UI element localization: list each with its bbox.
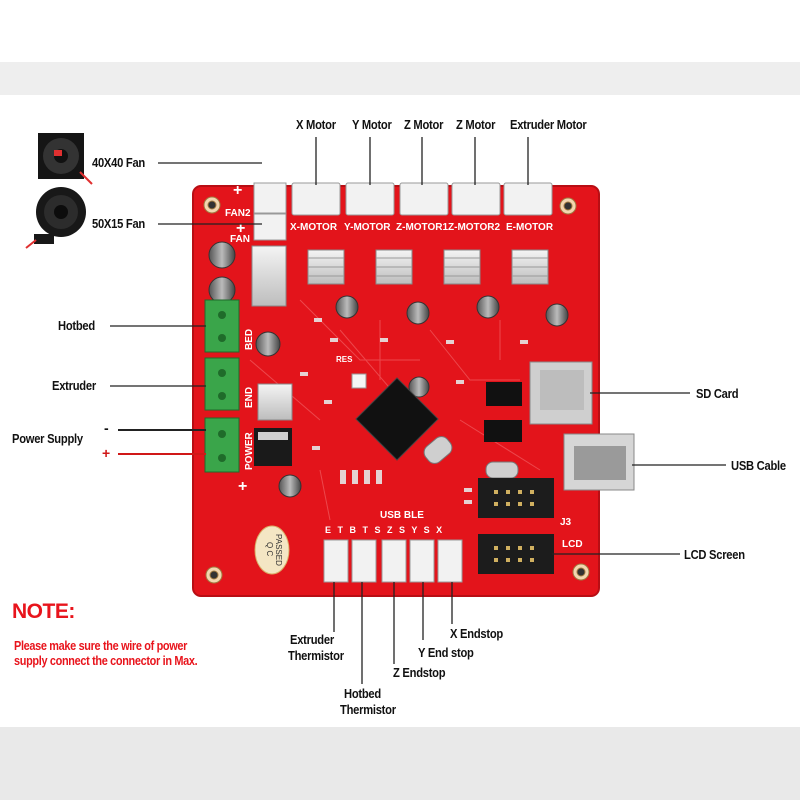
fan-50-icon — [25, 186, 86, 249]
silk-x-motor: X-MOTOR — [290, 222, 338, 233]
fan-connector-bottom — [253, 213, 287, 241]
label-extruder-thermistor-line2: Thermistor — [288, 648, 344, 663]
label-z-motor-1: Z Motor — [404, 117, 444, 132]
motor-connectors — [291, 182, 553, 216]
label-extruder-thermistor-line1: Extruder — [290, 632, 334, 647]
endstop-connectors — [323, 539, 463, 583]
crystal — [423, 436, 453, 464]
label-lcd-screen: LCD Screen — [684, 547, 745, 562]
leader-lines — [110, 137, 726, 684]
label-extruder: Extruder — [52, 378, 96, 393]
fan-connector-top — [253, 182, 287, 214]
silk-y-motor: Y-MOTOR — [344, 222, 391, 233]
label-y-endstop: Y End stop — [418, 645, 474, 660]
label-z-motor-2: Z Motor — [456, 117, 496, 132]
top-band — [0, 0, 800, 95]
qc-stamp: Q C PASSED — [254, 525, 290, 575]
note-line-1: Please make sure the wire of power — [14, 638, 188, 653]
usb-chip — [486, 382, 522, 406]
crystal-2 — [485, 461, 519, 479]
label-z-endstop: Z Endstop — [393, 665, 446, 680]
silk-fan2: FAN2 — [225, 208, 251, 219]
label-hotbed: Hotbed — [58, 318, 95, 333]
label-fan-40: 40X40 Fan — [92, 155, 145, 170]
silk-fan: FAN — [230, 234, 250, 245]
label-fan-50: 50X15 Fan — [92, 216, 145, 231]
silk-res: RES — [336, 355, 353, 364]
label-x-motor: X Motor — [296, 117, 336, 132]
mcu-chip — [355, 377, 439, 461]
qc-stamp-line1: Q C — [265, 542, 274, 556]
label-usb-cable: USB Cable — [731, 458, 786, 473]
silk-bed: BED — [244, 329, 255, 350]
svg-text:+: + — [233, 182, 242, 199]
label-hotbed-thermistor-line2: Thermistor — [340, 702, 396, 717]
label-extruder-motor: Extruder Motor — [510, 117, 587, 132]
silk-j3: J3 — [560, 517, 572, 528]
label-sd-card: SD Card — [696, 386, 739, 401]
fan-40-icon — [38, 133, 93, 185]
lcd-header — [478, 534, 554, 574]
label-power-supply: Power Supply — [12, 431, 83, 446]
silk-z-motor2: Z-MOTOR2 — [448, 222, 500, 233]
j3-header — [478, 478, 554, 518]
silk-e-motor: E-MOTOR — [506, 222, 554, 233]
capacitors — [208, 241, 569, 498]
label-hotbed-thermistor-line1: Hotbed — [344, 686, 381, 701]
power-minus-sign: - — [104, 420, 109, 436]
silk-lcd: LCD — [562, 539, 583, 550]
bottom-band — [0, 727, 800, 800]
silk-z-motor1: Z-MOTOR1 — [396, 222, 448, 233]
svg-text:+: + — [238, 478, 247, 495]
label-x-endstop: X Endstop — [450, 626, 503, 641]
note-title: NOTE: — [12, 600, 75, 623]
silk-usb-ble: USB BLE — [380, 510, 424, 521]
label-y-motor: Y Motor — [352, 117, 392, 132]
qc-stamp-line2: PASSED — [274, 534, 283, 566]
usb-chip-2 — [484, 420, 522, 442]
terminal-blocks — [204, 299, 240, 473]
silk-power: POWER — [244, 431, 255, 470]
power-plus-sign: + — [102, 445, 111, 461]
note-line-2: supply connect the connector in Max. — [14, 653, 198, 668]
svg-text:+: + — [236, 220, 245, 237]
mounting-holes — [203, 196, 590, 584]
silk-endstop-row: E T B T S Z S Y S X — [325, 525, 444, 535]
silk-end: END — [244, 387, 255, 408]
